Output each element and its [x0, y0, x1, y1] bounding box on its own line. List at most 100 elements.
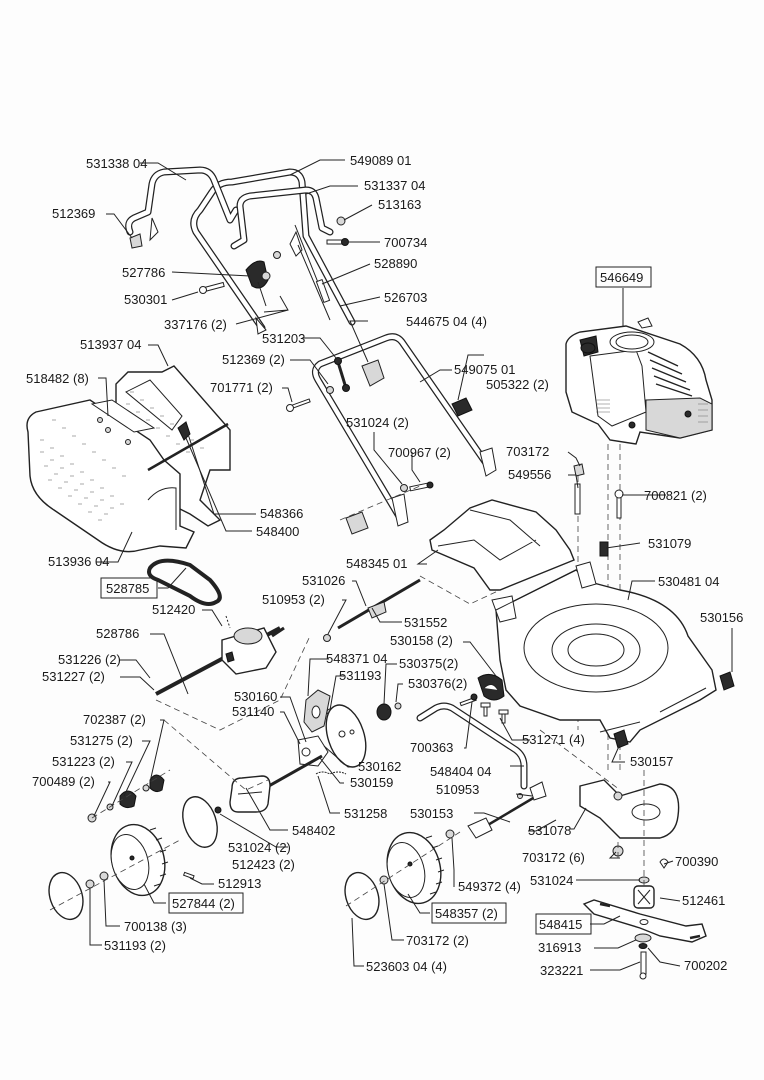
part-label: 531552 — [404, 615, 447, 630]
part-label: 531140 — [232, 704, 274, 719]
washer-icon — [336, 216, 346, 226]
part-label: 528785 — [106, 581, 149, 596]
part-label: 531193 (2) — [104, 938, 166, 953]
part-label: 700967 (2) — [388, 445, 451, 460]
part-label: 548404 04 — [430, 764, 491, 779]
part-label: 700734 — [384, 235, 427, 250]
clip-icon — [451, 397, 473, 417]
part-label: 531078 — [528, 823, 571, 838]
part-label: 548371 04 — [326, 651, 387, 666]
part-label: 700489 (2) — [32, 774, 95, 789]
part-label: 531024 (2) — [346, 415, 409, 430]
lower-handle-assembly — [286, 333, 497, 535]
hinge-icon — [719, 671, 735, 691]
part-label: 513936 04 — [48, 554, 109, 569]
part-label: 505322 (2) — [486, 377, 549, 392]
part-label: 512913 — [218, 876, 261, 891]
part-label: 527844 (2) — [172, 896, 235, 911]
part-label: 530157 — [630, 754, 673, 769]
part-label: 526703 — [384, 290, 427, 305]
upper-handle-assembly — [125, 166, 356, 335]
knob-icon — [361, 359, 385, 387]
part-label: 544675 04 (4) — [406, 314, 487, 329]
part-label: 703172 — [506, 444, 549, 459]
part-label: 512369 (2) — [222, 352, 285, 367]
bolt-icon — [614, 489, 624, 519]
part-label: 531226 (2) — [58, 652, 121, 667]
part-label: 337176 (2) — [164, 317, 227, 332]
part-label: 531026 — [302, 573, 345, 588]
part-label: 549556 — [508, 467, 551, 482]
stud-icon — [574, 483, 581, 515]
screw-icon — [286, 398, 311, 412]
part-label: 701771 (2) — [210, 380, 273, 395]
part-label: 530159 — [350, 775, 393, 790]
part-labels: 531338 04 549089 01 531337 04 513163 512… — [26, 153, 743, 978]
part-label: 703172 (6) — [522, 850, 585, 865]
part-label: 531338 04 — [86, 156, 147, 171]
part-label: 528786 — [96, 626, 139, 641]
grass-bag — [26, 365, 231, 553]
nut-icon — [573, 463, 585, 477]
part-label: 323221 — [540, 963, 583, 978]
part-label: 512420 — [152, 602, 195, 617]
label-box-engine — [595, 266, 652, 288]
part-label: 548402 — [292, 823, 335, 838]
part-label: 510953 (2) — [262, 592, 325, 607]
part-label: 549089 01 — [350, 153, 411, 168]
part-label: 523603 04 (4) — [366, 959, 447, 974]
height-adjust-rod — [323, 578, 421, 642]
part-label: 530156 — [700, 610, 743, 625]
part-label: 548366 — [260, 506, 303, 521]
screw-icon — [480, 702, 509, 724]
part-label: 510953 — [436, 782, 479, 797]
part-label: 549075 01 — [454, 362, 515, 377]
knob-icon — [345, 511, 369, 535]
part-label: 530375(2) — [399, 656, 458, 671]
part-label: 531258 — [344, 806, 387, 821]
part-label: 548400 — [256, 524, 299, 539]
part-label: 530481 04 — [658, 574, 719, 589]
hinge-icon — [613, 729, 629, 749]
part-label: 700821 (2) — [644, 488, 707, 503]
part-label: 531024 — [530, 873, 573, 888]
knob-icon — [129, 233, 143, 249]
part-label: 512461 — [682, 893, 725, 908]
part-label: 548357 (2) — [435, 906, 498, 921]
part-label: 530160 — [234, 689, 277, 704]
part-label: 531337 04 — [364, 178, 425, 193]
rear-wheel — [48, 823, 195, 921]
belt-icon — [147, 558, 222, 606]
part-label: 528890 — [374, 256, 417, 271]
part-label: 531271 (4) — [522, 732, 585, 747]
engine — [565, 288, 713, 445]
part-label: 548415 — [539, 917, 582, 932]
part-label: 531227 (2) — [42, 669, 105, 684]
part-label: 527786 — [122, 265, 165, 280]
label-box-belt — [100, 577, 158, 599]
part-label: 512369 — [52, 206, 95, 221]
gearbox — [155, 615, 285, 696]
leader-lines — [89, 159, 733, 971]
front-axle-handle — [416, 693, 547, 839]
part-label: 548345 01 — [346, 556, 407, 571]
part-label: 316913 — [538, 940, 581, 955]
engine-mount-hardware — [573, 463, 624, 557]
mower-deck — [491, 561, 717, 743]
part-label: 530162 — [358, 759, 401, 774]
part-label: 531223 (2) — [52, 754, 115, 769]
part-label: 513163 — [378, 197, 421, 212]
label-box-blade — [535, 913, 592, 935]
part-label: 700202 — [684, 958, 727, 973]
part-label: 531079 — [648, 536, 691, 551]
part-label: 700138 (3) — [124, 919, 187, 934]
part-label: 513937 04 — [80, 337, 141, 352]
part-label: 530376(2) — [408, 676, 467, 691]
part-label: 530301 — [124, 292, 167, 307]
part-label: 700390 — [675, 854, 718, 869]
part-label: 531024 (2) — [228, 840, 291, 855]
part-label: 702387 (2) — [83, 712, 146, 727]
label-box-front-wheel — [431, 902, 507, 924]
part-label: 546649 — [600, 270, 643, 285]
part-label: 531275 (2) — [70, 733, 133, 748]
